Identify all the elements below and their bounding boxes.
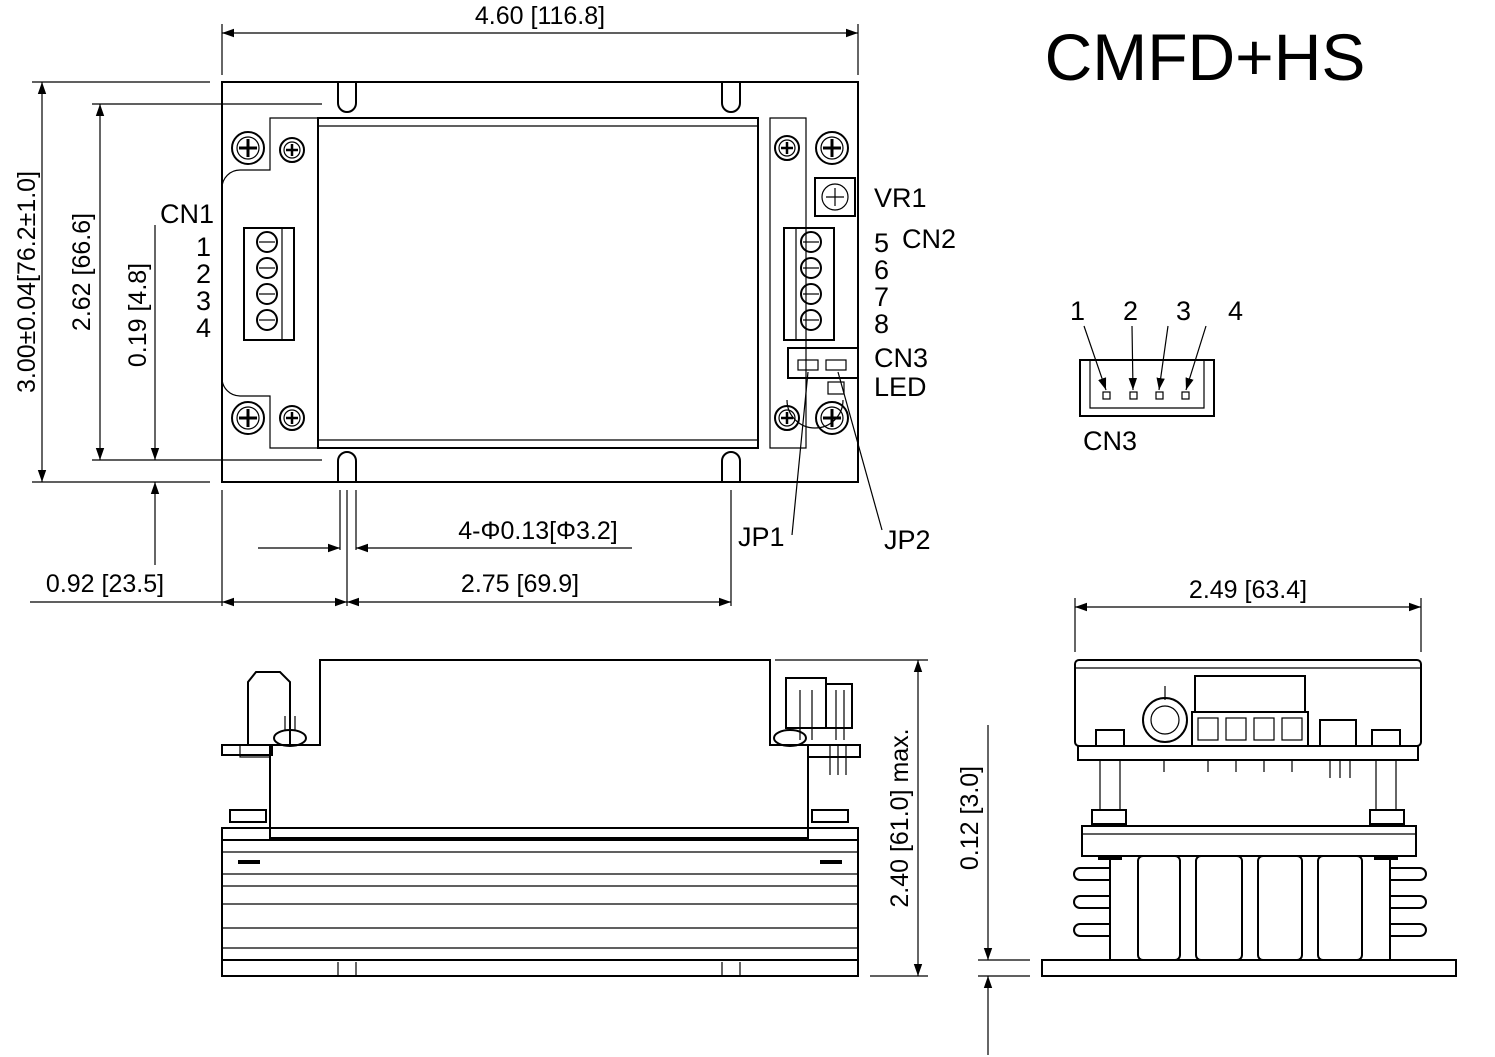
side-width-dim: 2.49 [63.4] (1189, 576, 1307, 604)
cn3-connector (787, 347, 859, 395)
front-view (221, 659, 861, 977)
hole-spacing-dim: 2.75 [69.9] (461, 570, 579, 598)
height-max-dim: 2.40 [61.0] max. (886, 728, 914, 907)
cn3-label: CN3 (874, 343, 928, 373)
jp1-leader (791, 371, 809, 536)
cn2-terminal-block (783, 227, 835, 341)
cn3-pin (1129, 391, 1138, 400)
front-heatsink (221, 827, 859, 977)
led-label: LED (874, 372, 927, 402)
cn3-pin (1181, 391, 1190, 400)
screw-icon (814, 400, 850, 436)
slot-offset-dim: 0.19 [4.8] (124, 263, 152, 367)
cn3-pin (1102, 391, 1111, 400)
mount-slot (337, 451, 357, 482)
cn1-pin-label: 2 (196, 259, 211, 289)
front-cover (269, 659, 809, 839)
base-thickness-dim: 0.12 [3.0] (956, 766, 984, 870)
inner-height-dim: 2.62 [66.6] (68, 213, 96, 331)
cn2-pin-label: 5 (874, 228, 889, 258)
cn1-label: CN1 (160, 199, 214, 229)
cn3-detail (1079, 325, 1215, 417)
cn2-label: CN2 (902, 224, 956, 254)
led (827, 381, 845, 395)
cn3-pin (1155, 391, 1164, 400)
hole-dia-dim: 4-Φ0.13[Φ3.2] (458, 517, 617, 545)
side-view (1041, 659, 1457, 977)
screw-icon (278, 404, 306, 432)
cn3-detail-label: CN3 (1083, 426, 1137, 456)
cn1-pin-label: 1 (196, 232, 211, 262)
cover-outline (317, 117, 759, 449)
vr1-label: VR1 (874, 183, 927, 213)
mount-slot (721, 451, 741, 482)
cn3-detail-pin-label: 2 (1123, 296, 1138, 326)
side-cover (1074, 659, 1422, 747)
cn3-detail-pin-label: 3 (1176, 296, 1191, 326)
side-base-flange (1041, 959, 1457, 977)
cn1-terminal-block (243, 227, 295, 341)
jp1-label: JP1 (738, 522, 785, 552)
jp2-label: JP2 (884, 525, 931, 555)
screw-icon (230, 130, 266, 166)
edge-to-hole-dim: 0.92 [23.5] (46, 570, 164, 598)
screw-icon (773, 134, 801, 162)
cn3-detail-pin-label: 1 (1070, 296, 1085, 326)
vr1-potentiometer (814, 177, 856, 217)
screw-icon (773, 404, 801, 432)
screw-icon (230, 400, 266, 436)
cn2-pin-label: 8 (874, 309, 889, 339)
drawing-title: CMFD+HS (1045, 20, 1366, 94)
mount-slot (721, 82, 741, 113)
cn2-pin-label: 7 (874, 282, 889, 312)
jp2-leader (837, 371, 883, 531)
cn2-pin-label: 6 (874, 255, 889, 285)
overall-height-dim: 3.00±0.04[76.2±1.0] (13, 171, 41, 393)
cn1-pin-label: 4 (196, 313, 211, 343)
screw-icon (814, 130, 850, 166)
cn3-detail-pin-label: 4 (1228, 296, 1243, 326)
cn1-pin-label: 3 (196, 286, 211, 316)
overall-width-dim: 4.60 [116.8] (475, 2, 605, 30)
mount-slot (337, 82, 357, 113)
screw-icon (278, 136, 306, 164)
top-view (221, 81, 859, 483)
